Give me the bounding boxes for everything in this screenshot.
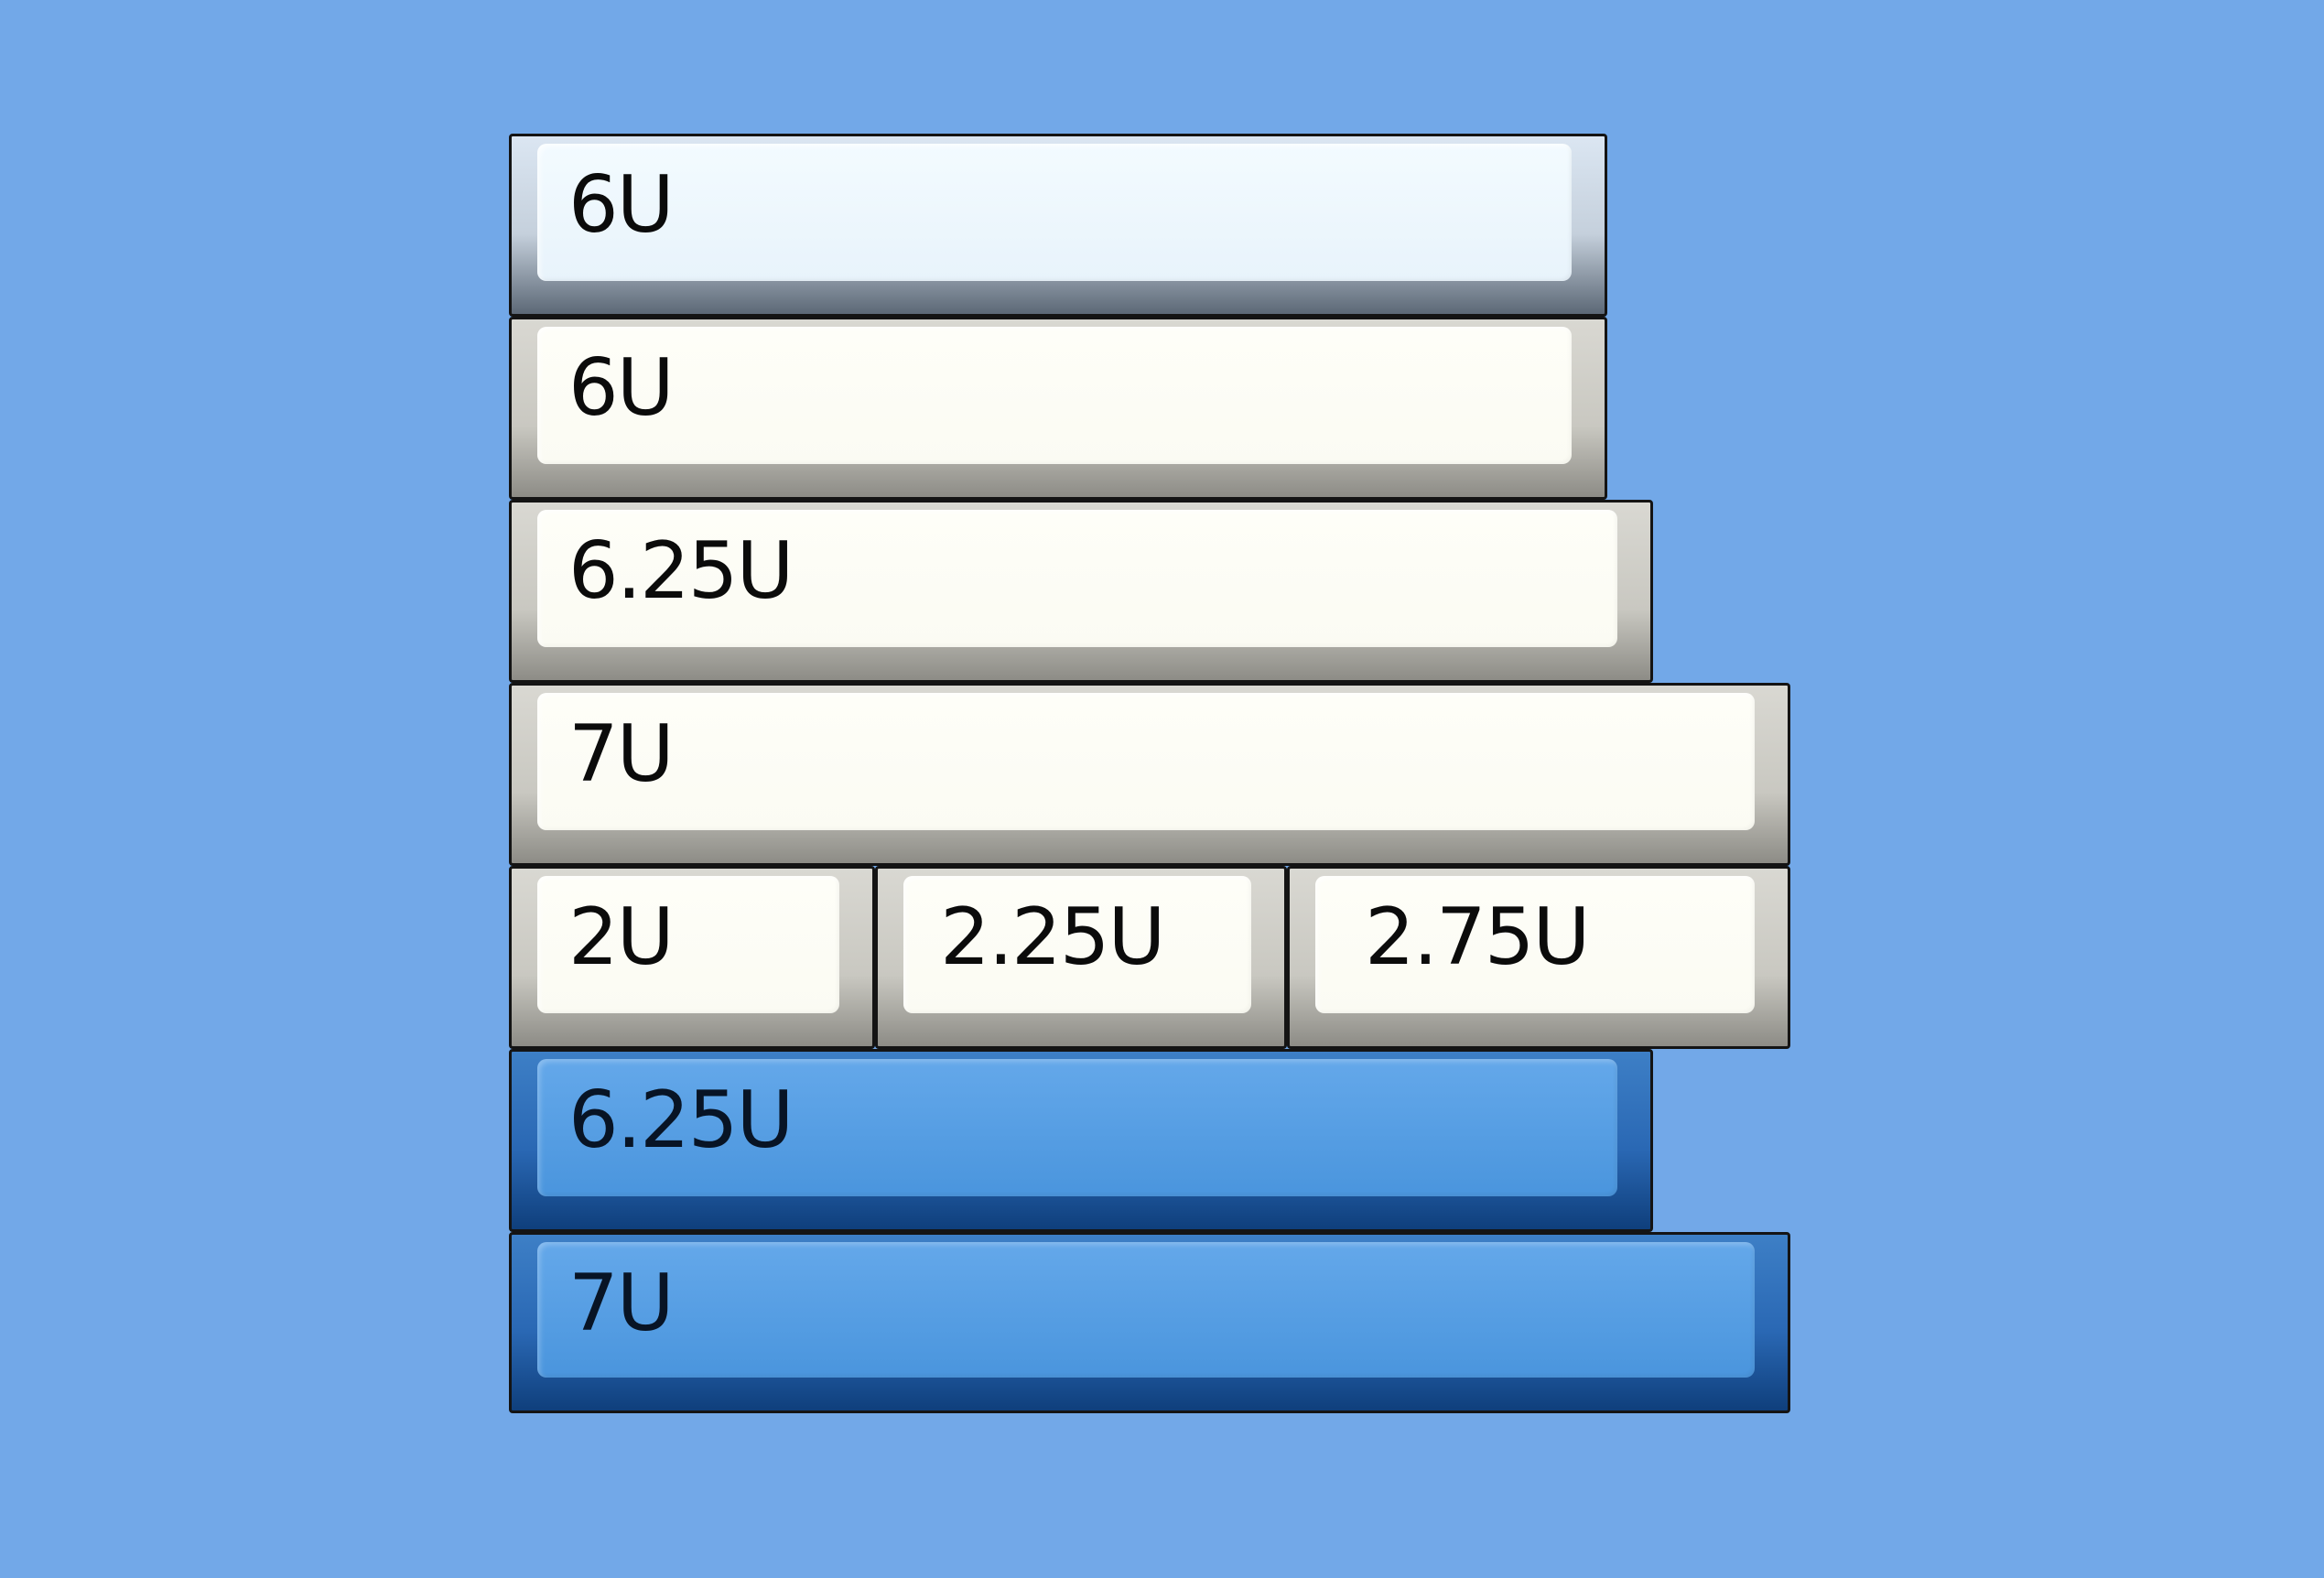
keycap-top-surface: [903, 876, 1251, 1013]
keycap-7u[interactable]: 7U: [509, 683, 1790, 866]
keycap-6-25u-blue[interactable]: 6.25U: [509, 1049, 1653, 1232]
keycap-legend: 7U: [568, 1258, 675, 1349]
keycap-top-surface: [537, 327, 1572, 464]
keycap-legend: 2.25U: [940, 892, 1165, 983]
keycap-legend: 7U: [568, 708, 675, 800]
keycap-legend: 2U: [568, 892, 675, 983]
keycap-top-surface: [537, 693, 1755, 830]
keycap-2-25u[interactable]: 2.25U: [875, 866, 1287, 1049]
keycap-2-75u[interactable]: 2.75U: [1287, 866, 1790, 1049]
keycap-top-surface: [537, 510, 1617, 647]
keycap-legend: 6U: [568, 159, 675, 251]
keycap-legend: 6U: [568, 342, 675, 434]
keycap-top-surface: [1315, 876, 1755, 1013]
keycap-top-surface: [537, 144, 1572, 281]
keycap-legend: 6.25U: [568, 525, 794, 617]
keycap-stack: 6U 6U 6.25U 7U 2U 2.25U 2.75U 6.25U 7U: [509, 134, 1790, 1413]
keycap-2u[interactable]: 2U: [509, 866, 875, 1049]
keycap-top-surface: [537, 1242, 1755, 1378]
keycap-7u-blue[interactable]: 7U: [509, 1232, 1790, 1413]
keycap-legend: 2.75U: [1365, 892, 1590, 983]
keycap-6-25u[interactable]: 6.25U: [509, 500, 1653, 683]
keycap-6u-frost[interactable]: 6U: [509, 134, 1607, 317]
keycap-top-surface: [537, 876, 839, 1013]
keycap-top-surface: [537, 1059, 1617, 1196]
keycap-legend: 6.25U: [568, 1075, 794, 1166]
keycap-6u[interactable]: 6U: [509, 317, 1607, 500]
